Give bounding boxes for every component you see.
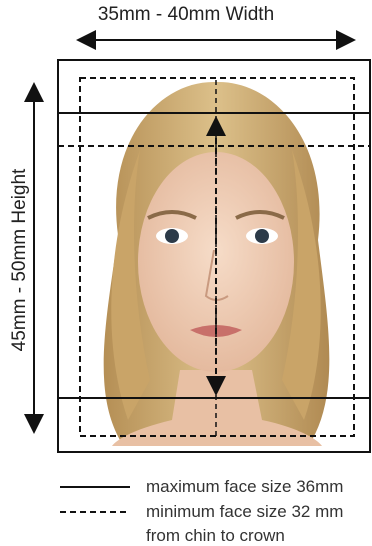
legend-dashed-label: minimum face size 32 mm: [146, 502, 343, 522]
legend-solid-label: maximum face size 36mm: [146, 477, 343, 497]
legend-note: from chin to crown: [146, 526, 285, 546]
